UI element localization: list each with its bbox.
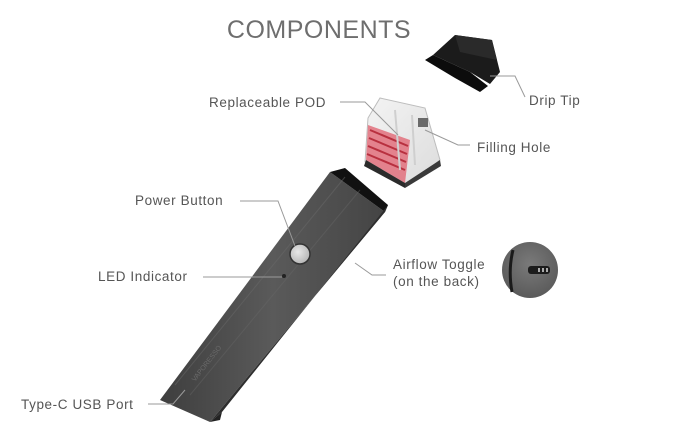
drip-tip-leader <box>490 75 526 98</box>
leader-lines <box>148 75 526 405</box>
airflow-leader <box>354 262 386 276</box>
drip-tip-image <box>425 35 500 92</box>
filling-hole-leader <box>424 129 470 146</box>
label-usb-port: Type-C USB Port <box>21 397 134 412</box>
label-power-button: Power Button <box>135 193 224 208</box>
label-replaceable-pod: Replaceable POD <box>209 95 327 110</box>
usb-leader <box>148 389 186 405</box>
led-indicator-image <box>282 274 286 278</box>
label-airflow-toggle-note: (on the back) <box>393 274 480 289</box>
pod-image <box>364 97 441 188</box>
label-led-indicator: LED Indicator <box>98 269 188 284</box>
label-airflow-toggle: Airflow Toggle <box>393 257 486 272</box>
power-button-leader <box>240 200 296 247</box>
page-title: COMPONENTS <box>226 16 412 44</box>
label-drip-tip: Drip Tip <box>529 93 581 108</box>
pod-leader <box>340 101 399 136</box>
device-body-image: VAPORESSO <box>160 168 388 422</box>
power-button-image <box>289 243 311 265</box>
label-filling-hole: Filling Hole <box>477 140 551 155</box>
airflow-toggle-inset <box>502 242 558 298</box>
